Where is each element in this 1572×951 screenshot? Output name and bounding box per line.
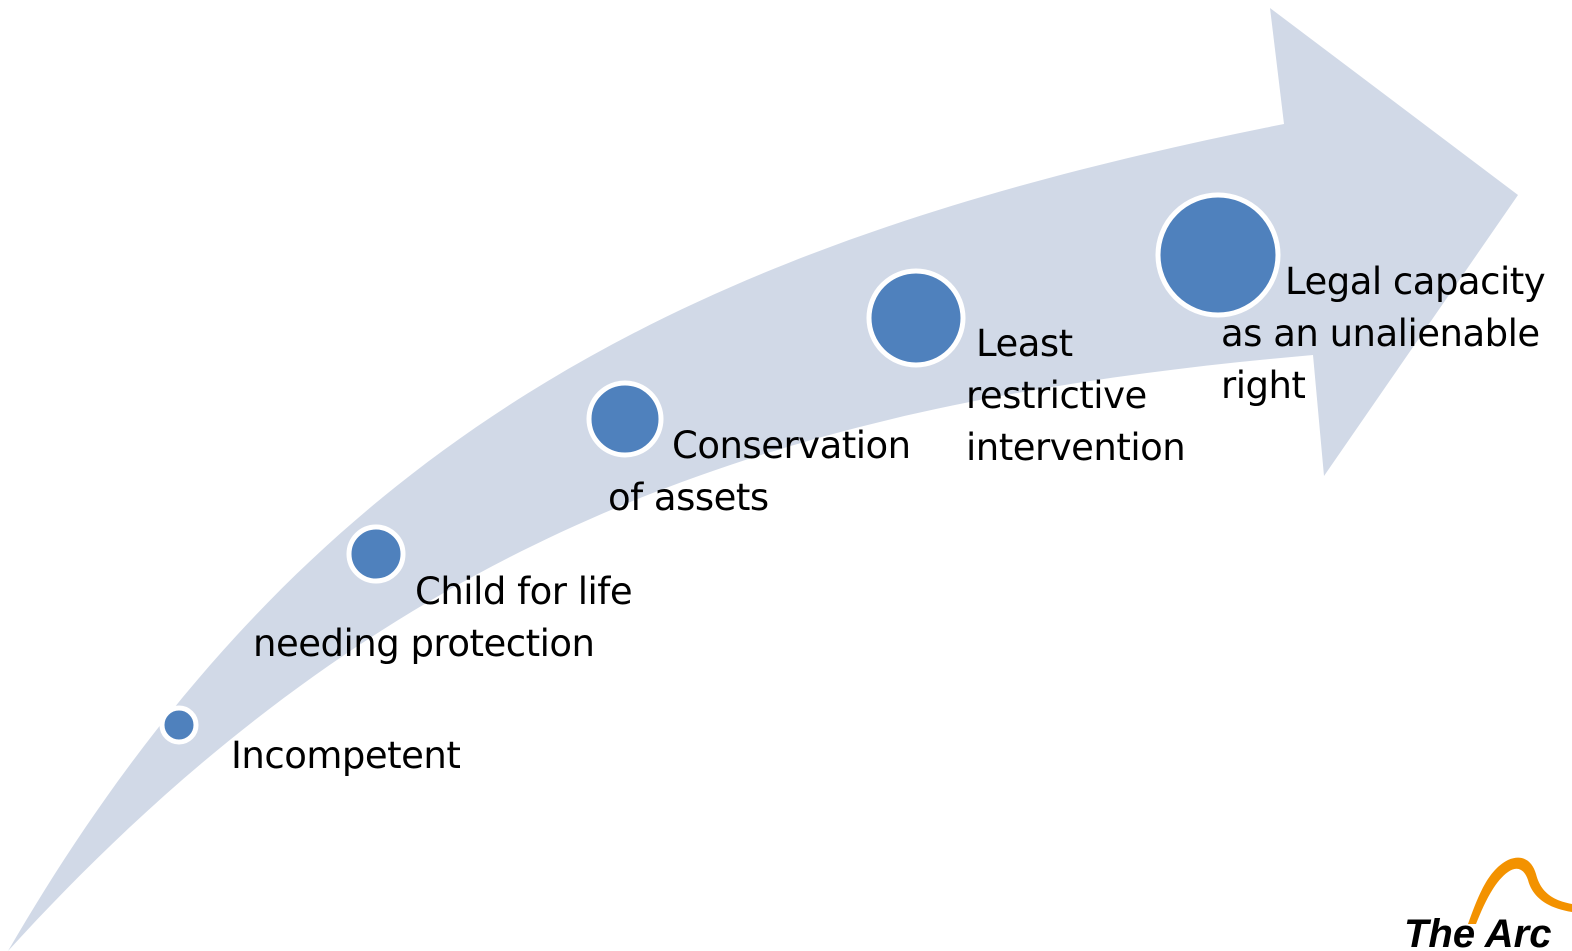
- milestone-circles: [159, 192, 1281, 745]
- logo-wordmark: The Arc: [1404, 912, 1552, 951]
- step-label-conservation: Conservation of assets: [608, 424, 911, 519]
- step-label-least-restrictive: Least restrictive intervention: [966, 322, 1186, 469]
- step-marker-3: [586, 380, 664, 458]
- step-marker-5: [1155, 192, 1281, 318]
- arc-swoosh-icon: [1468, 857, 1572, 924]
- step-marker-4: [866, 268, 966, 368]
- step-marker-1: [159, 705, 199, 745]
- step-label-legal-capacity: Legal capacity as an unalienable right: [1221, 260, 1546, 407]
- progress-arrow: [8, 8, 1518, 951]
- step-marker-2: [346, 524, 406, 584]
- the-arc-logo: The Arc: [1390, 848, 1572, 951]
- step-label-incompetent: Incompetent: [231, 734, 461, 777]
- step-label-child-for-life: Child for life needing protection: [253, 570, 633, 665]
